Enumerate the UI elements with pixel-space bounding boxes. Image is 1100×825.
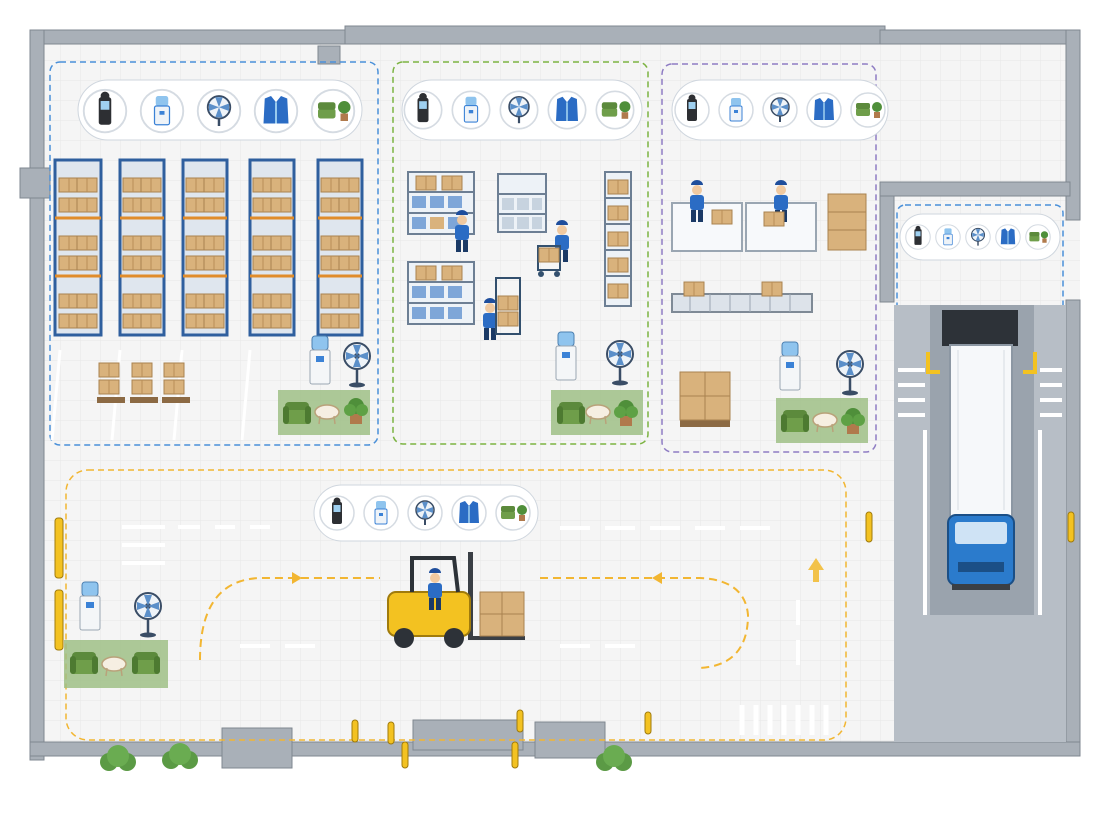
rest-seat-and-plant-icon (1025, 224, 1051, 250)
rest-area-lane (64, 581, 168, 688)
amenity-icons-packing (674, 92, 886, 128)
pallet-rack (248, 158, 296, 337)
picking-shelf-tall (604, 171, 632, 307)
rest-area-packing (776, 341, 868, 443)
fan-icon (499, 90, 539, 130)
rest-area-picking (551, 331, 643, 435)
pallet-rack (181, 158, 229, 337)
cooling-vest-icon (547, 90, 587, 130)
cooling-vest-icon (451, 495, 487, 531)
amenity-icons-dock (905, 224, 1051, 250)
pallet-rack (316, 158, 364, 337)
rest-seat-and-plant-icon (595, 90, 635, 130)
storage-zone-border (49, 61, 379, 446)
roller-conveyor (671, 281, 813, 313)
water-dispenser-icon (363, 495, 399, 531)
cooling-vest-icon (995, 224, 1021, 250)
sound-level-meter-icon (674, 92, 710, 128)
pallet-box-stack (679, 371, 731, 427)
picking-shelves (407, 171, 632, 340)
fan-icon (407, 495, 443, 531)
sound-level-meter-icon (82, 88, 128, 134)
amenity-icons-storage (82, 88, 356, 134)
picking-zone-border (392, 61, 649, 445)
pallet-rack (53, 158, 103, 337)
safety-bollards (54, 517, 652, 769)
pallet-racks (50, 158, 364, 441)
rest-seat-and-plant-icon (850, 92, 886, 128)
water-dispenser-icon (935, 224, 961, 250)
water-dispenser-icon (139, 88, 185, 134)
loading-dock (865, 305, 1075, 742)
rest-area-storage (278, 335, 372, 435)
fan-icon (762, 92, 798, 128)
water-dispenser-icon (718, 92, 754, 128)
rest-seat-and-plant-icon (495, 495, 531, 531)
zone-borders (49, 61, 1064, 741)
packing-zone-border (661, 63, 877, 453)
fan-icon (965, 224, 991, 250)
box-stack (827, 193, 867, 251)
forklift-lane-border (65, 469, 847, 741)
route-arrow-icon (292, 572, 302, 584)
picking-shelf (407, 261, 475, 325)
delivery-truck (947, 344, 1015, 590)
sound-level-meter-icon (319, 495, 355, 531)
water-dispenser-icon (451, 90, 491, 130)
picking-cart (495, 277, 521, 335)
picking-shelf (407, 171, 475, 235)
picking-cart (537, 245, 561, 277)
fan-icon (196, 88, 242, 134)
sound-level-meter-icon (403, 90, 443, 130)
amenity-panels (77, 79, 1061, 542)
picking-shelf (497, 173, 547, 233)
floor-pallets (97, 362, 190, 403)
rest-seat-and-plant-icon (310, 88, 356, 134)
forklift (387, 552, 525, 648)
cooling-vest-icon (253, 88, 299, 134)
direction-arrow-icon (808, 558, 824, 582)
amenity-icons-picking (403, 90, 635, 130)
sound-level-meter-icon (905, 224, 931, 250)
packing-area (671, 180, 867, 427)
packing-table (745, 202, 817, 252)
route-arrow-icon (652, 572, 662, 584)
forklift-lane (54, 517, 829, 769)
dock-door (942, 310, 1018, 346)
amenity-icons-lane (319, 495, 531, 531)
pallet-rack (118, 158, 166, 337)
forklift-route (199, 577, 750, 669)
cooling-vest-icon (806, 92, 842, 128)
